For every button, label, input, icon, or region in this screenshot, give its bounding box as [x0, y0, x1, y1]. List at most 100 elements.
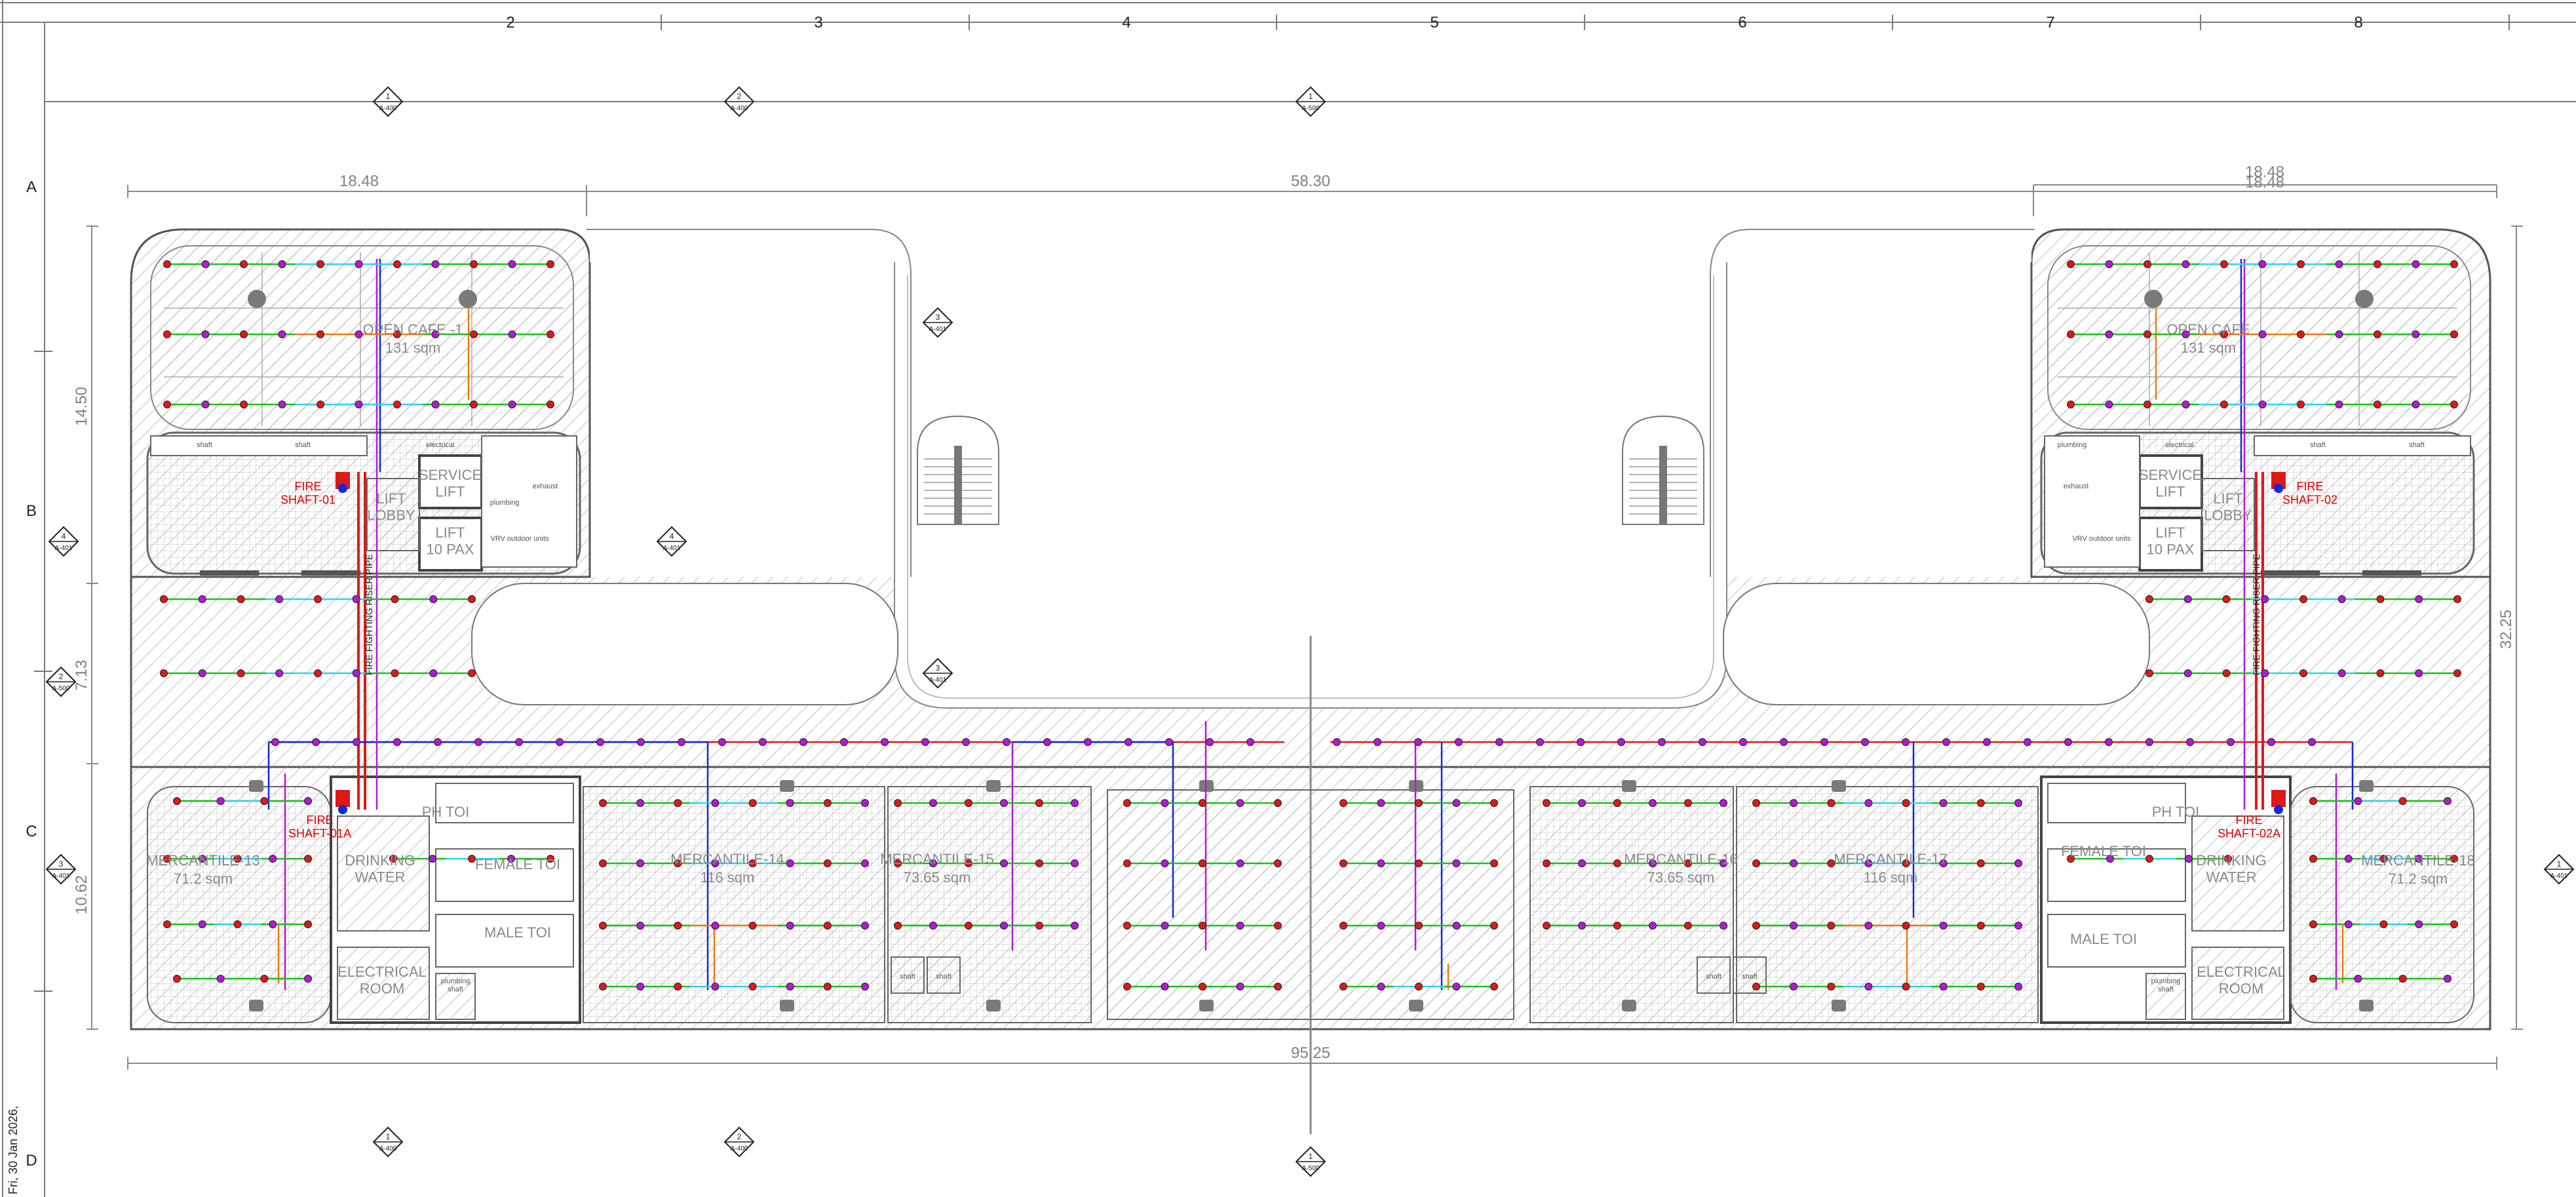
sprinkler-head — [921, 738, 929, 746]
sprinkler-head — [674, 859, 682, 867]
sprinkler-head — [2105, 260, 2113, 268]
sprinkler-head — [2444, 797, 2451, 805]
sprinkler-head — [269, 920, 277, 928]
sprinkler-head — [2450, 401, 2458, 408]
sprinkler-head — [2344, 855, 2353, 863]
sprinkler-head — [1161, 859, 1169, 867]
marker-sheet-ref: A-400 — [731, 105, 748, 112]
sprinkler-head — [216, 975, 225, 983]
sprinkler-head — [470, 401, 478, 408]
shaft-label: shaft — [1706, 973, 1721, 981]
sprinkler-head — [759, 738, 767, 746]
sprinkler-head — [2186, 738, 2194, 746]
sprinkler-head — [823, 859, 832, 867]
sprinkler-head — [163, 401, 171, 408]
sprinkler-head — [355, 330, 363, 338]
section-marker-top-2: 2A-400 — [723, 86, 755, 117]
sprinkler-head — [2415, 920, 2423, 928]
sprinkler-head — [1864, 922, 1873, 930]
sprinkler-head — [2227, 738, 2235, 746]
sprinkler-head — [1720, 922, 1727, 930]
cafe-left-area: 131 sqm — [385, 340, 440, 356]
sprinkler-head — [1000, 859, 1008, 867]
sprinkler-head — [2374, 330, 2381, 338]
sprinkler-head — [2145, 669, 2153, 677]
sprinkler-head — [1752, 922, 1760, 930]
male-toi-left: MALE TOI — [484, 924, 551, 941]
dim-top-left: 18.48 — [339, 172, 379, 190]
merc-15-area: 73.65 sqm — [904, 869, 971, 886]
sprinkler-head — [678, 738, 685, 746]
sprinkler-head — [1236, 983, 1244, 991]
vrv-label: VRV outdoor units — [2072, 535, 2131, 543]
sprinkler-head — [1123, 799, 1131, 807]
sprinkler-head — [2143, 330, 2151, 338]
sprinkler-head — [240, 260, 248, 268]
sprinkler-head — [1199, 799, 1206, 807]
sprinkler-head — [1455, 738, 1463, 746]
sprinkler-head — [275, 669, 284, 677]
female-toi-left: FEMALE TOI — [475, 856, 560, 873]
sprinkler-head — [599, 983, 607, 991]
sprinkler-head — [1864, 799, 1873, 807]
sprinkler-head — [2450, 920, 2458, 928]
sprinkler-head — [674, 799, 682, 807]
marker-number: 1 — [2557, 859, 2562, 869]
sprinkler-head — [599, 922, 607, 930]
sprinkler-head — [718, 738, 726, 746]
merc-13-name: MERCANTILE-13 — [146, 852, 260, 869]
riser-labels: FIRE FIGHTING RISER PIPE FIRE FIGHTING R… — [364, 554, 2261, 675]
sprinkler-head — [1543, 922, 1550, 930]
sprinkler-head — [2220, 401, 2228, 408]
sprinkler-head — [1902, 799, 1910, 807]
sprinkler-head — [468, 855, 476, 863]
sprinkler-head — [352, 669, 360, 677]
vrv-label: VRV outdoor units — [490, 535, 549, 543]
room-labels: OPEN CAFE -1 131 sqm OPEN CAFE 131 sqm M… — [146, 321, 2475, 947]
sprinkler-head — [2450, 260, 2458, 268]
sprinkler-head — [260, 797, 269, 805]
sprinkler-head — [2412, 330, 2420, 338]
sprinkler-head — [2105, 330, 2113, 338]
sprinkler-head — [1236, 922, 1244, 930]
sprinkler-head — [1035, 922, 1043, 930]
sprinkler-head — [1274, 983, 1282, 991]
sprinkler-head — [1617, 738, 1625, 746]
sprinkler-head — [304, 797, 312, 805]
sprinkler-head — [748, 983, 757, 991]
section-marker-b-mid: 4A-401 — [656, 526, 687, 557]
sprinkler-head — [1827, 859, 1836, 867]
sprinkler-head — [2105, 738, 2113, 746]
sprinkler-head — [237, 595, 245, 603]
sprinkler-head — [674, 983, 682, 991]
dim-top-right-b: 18.48 — [2245, 174, 2284, 191]
sprinkler-head — [1339, 922, 1347, 930]
sprinkler-head — [786, 922, 794, 930]
sprinkler-head — [965, 859, 972, 867]
sprinkler-head — [391, 669, 399, 677]
marker-number: 2 — [59, 672, 64, 681]
sprinkler-head — [278, 260, 286, 268]
sprinkler-head — [389, 855, 397, 863]
row-ticks — [34, 351, 52, 992]
merc-18-area: 71.2 sqm — [2389, 871, 2448, 887]
sprinkler-head — [1649, 799, 1657, 807]
sprinkler-head — [312, 738, 320, 746]
sprinkler-head — [1084, 738, 1092, 746]
sprinkler-head — [547, 855, 554, 863]
sprinkler-head — [2297, 401, 2305, 408]
column-label-4: 4 — [1122, 14, 1130, 31]
sprinkler-head — [2309, 855, 2317, 863]
sprinkler-head — [431, 330, 440, 338]
shaft-label: shaft — [2409, 441, 2425, 449]
marker-number: 4 — [670, 532, 674, 541]
sprinkler-head — [2145, 595, 2153, 603]
section-marker-left-b2: 2A-500 — [45, 666, 77, 697]
sprinkler-head — [786, 799, 794, 807]
sprinkler-head — [240, 401, 248, 408]
sprinkler-head — [2299, 669, 2307, 677]
sprinkler-head — [160, 595, 168, 603]
sprinkler-head — [1658, 738, 1666, 746]
